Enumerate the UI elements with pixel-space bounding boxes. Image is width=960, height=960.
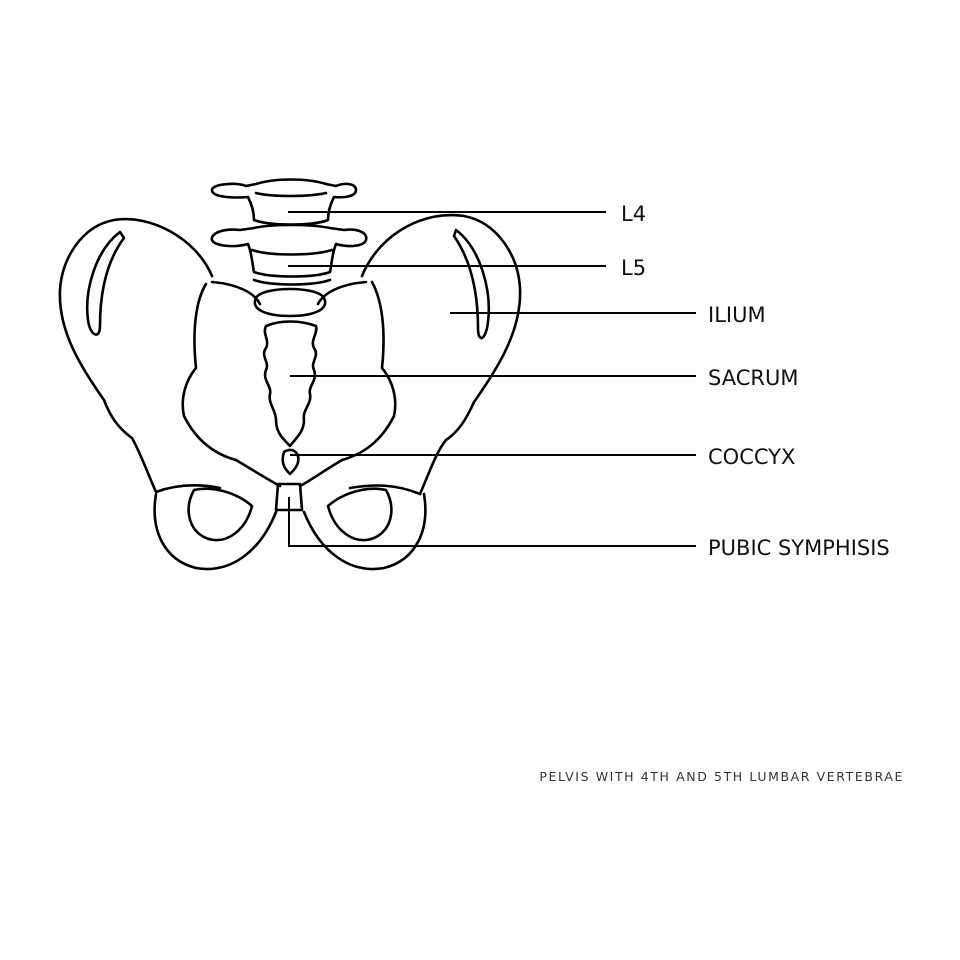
label-l4: L4 xyxy=(621,202,647,226)
label-ilium: ILIUM xyxy=(708,303,766,327)
pubic-symphysis xyxy=(274,482,304,512)
label-pubic-symphisis: PUBIC SYMPHISIS xyxy=(708,536,890,560)
label-sacrum: SACRUM xyxy=(708,366,799,390)
ilium-right xyxy=(316,213,522,496)
l4-vertebra xyxy=(210,178,358,226)
sacrum xyxy=(262,320,318,448)
lumbosacral-disc xyxy=(253,287,327,318)
label-coccyx: COCCYX xyxy=(708,445,796,469)
l5-vertebra xyxy=(210,223,368,286)
pubis xyxy=(153,458,427,571)
coccyx xyxy=(281,448,300,476)
leader-pubic-symphisis xyxy=(288,497,696,547)
ilium-left xyxy=(58,217,262,494)
diagram-caption: PELVIS WITH 4TH AND 5TH LUMBAR VERTEBRAE xyxy=(539,769,904,784)
label-l5: L5 xyxy=(621,256,647,280)
